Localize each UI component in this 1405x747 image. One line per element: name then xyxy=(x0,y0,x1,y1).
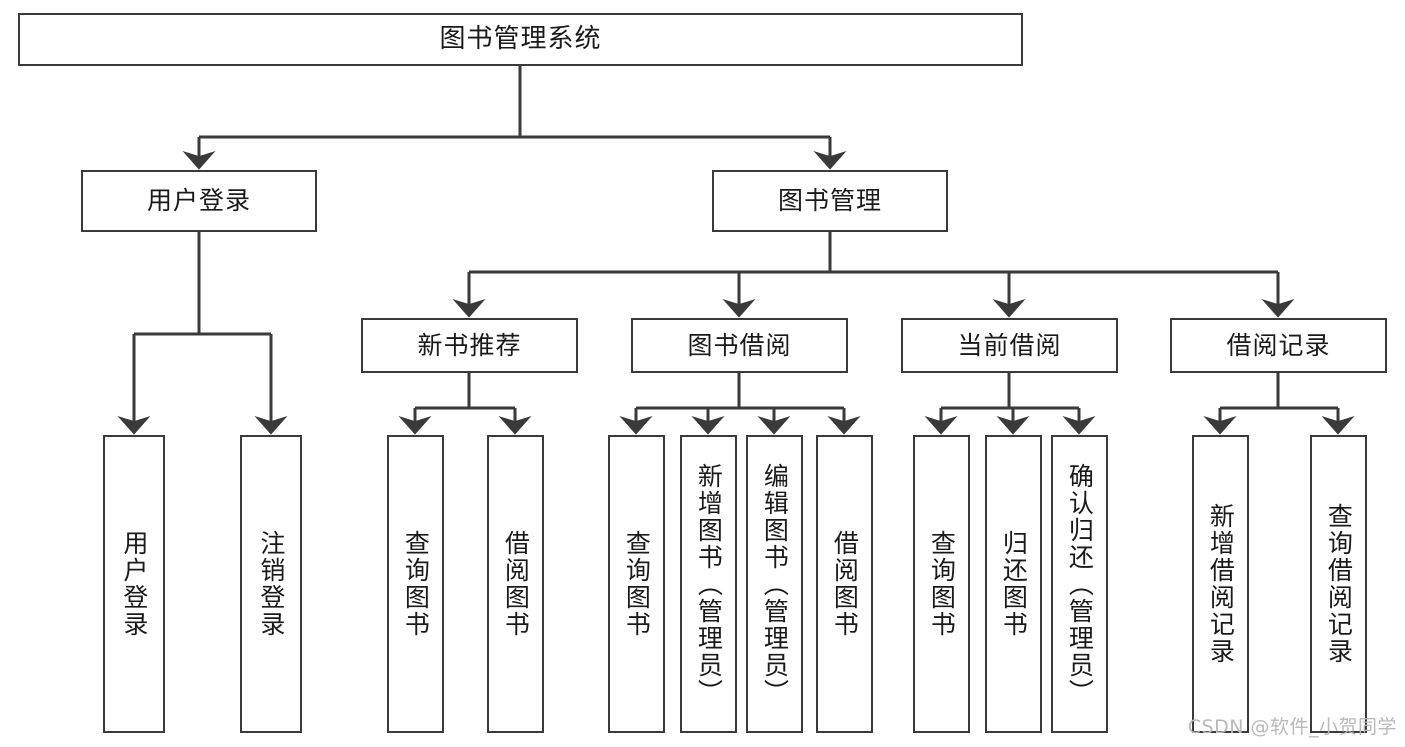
node-root-label: 图书管理系统 xyxy=(439,23,602,54)
node-current-borrow[interactable]: 当前借阅 xyxy=(901,318,1118,373)
leaf-borrow-book-recommend[interactable]: 借阅图书 xyxy=(487,435,544,733)
leaf-query-book-current[interactable]: 查询图书 xyxy=(913,435,970,733)
node-new-book-recommend[interactable]: 新书推荐 xyxy=(361,318,578,373)
leaf-confirm-return-admin-label: 确认归还（管理员） xyxy=(1065,462,1095,706)
leaf-query-book-borrow-label: 查询图书 xyxy=(622,530,652,638)
edge-group-borrow-record xyxy=(1203,373,1355,435)
leaf-user-login[interactable]: 用户登录 xyxy=(103,435,165,733)
csdn-watermark: CSDN @软件_小贺同学 xyxy=(1187,716,1397,738)
edge-group-new-book xyxy=(398,373,532,435)
leaf-add-book-admin[interactable]: 新增图书（管理员） xyxy=(680,435,737,733)
leaf-borrow-book-label: 借阅图书 xyxy=(830,530,860,638)
leaf-query-book-current-label: 查询图书 xyxy=(927,530,957,638)
leaf-logout-label: 注销登录 xyxy=(256,530,286,638)
node-user-login[interactable]: 用户登录 xyxy=(81,170,317,232)
leaf-return-book-label: 归还图书 xyxy=(999,530,1029,638)
leaf-borrow-book[interactable]: 借阅图书 xyxy=(816,435,873,733)
node-current-borrow-label: 当前借阅 xyxy=(957,330,1062,360)
edge-group-root xyxy=(182,66,847,170)
edge-group-user-login xyxy=(117,232,288,435)
node-new-book-recommend-label: 新书推荐 xyxy=(417,330,522,360)
node-borrow-record[interactable]: 借阅记录 xyxy=(1170,318,1387,373)
leaf-confirm-return-admin[interactable]: 确认归还（管理员） xyxy=(1051,435,1108,733)
node-borrow-record-label: 借阅记录 xyxy=(1226,330,1331,360)
leaf-add-book-admin-label: 新增图书（管理员） xyxy=(694,462,724,706)
leaf-query-book-borrow[interactable]: 查询图书 xyxy=(608,435,665,733)
node-book-management-label: 图书管理 xyxy=(777,186,882,215)
node-user-login-label: 用户登录 xyxy=(146,186,251,215)
leaf-add-borrow-record[interactable]: 新增借阅记录 xyxy=(1192,435,1249,733)
leaf-add-borrow-record-label: 新增借阅记录 xyxy=(1206,503,1236,665)
node-root[interactable]: 图书管理系统 xyxy=(18,13,1023,66)
leaf-query-book-recommend-label: 查询图书 xyxy=(401,530,431,638)
leaf-query-book-recommend[interactable]: 查询图书 xyxy=(387,435,444,733)
edge-group-book-management xyxy=(452,232,1295,318)
leaf-user-login-label: 用户登录 xyxy=(119,530,149,638)
leaf-query-borrow-record-label: 查询借阅记录 xyxy=(1324,503,1354,665)
leaf-borrow-book-recommend-label: 借阅图书 xyxy=(501,530,531,638)
edge-group-borrow xyxy=(619,373,861,435)
node-book-borrow-label: 图书借阅 xyxy=(687,330,792,360)
leaf-return-book[interactable]: 归还图书 xyxy=(985,435,1042,733)
edge-group-current-borrow xyxy=(924,373,1096,435)
node-book-management[interactable]: 图书管理 xyxy=(712,170,948,232)
leaf-query-borrow-record[interactable]: 查询借阅记录 xyxy=(1310,435,1367,733)
leaf-edit-book-admin-label: 编辑图书（管理员） xyxy=(760,462,790,706)
node-book-borrow[interactable]: 图书借阅 xyxy=(631,318,848,373)
leaf-logout[interactable]: 注销登录 xyxy=(240,435,302,733)
leaf-edit-book-admin[interactable]: 编辑图书（管理员） xyxy=(746,435,803,733)
